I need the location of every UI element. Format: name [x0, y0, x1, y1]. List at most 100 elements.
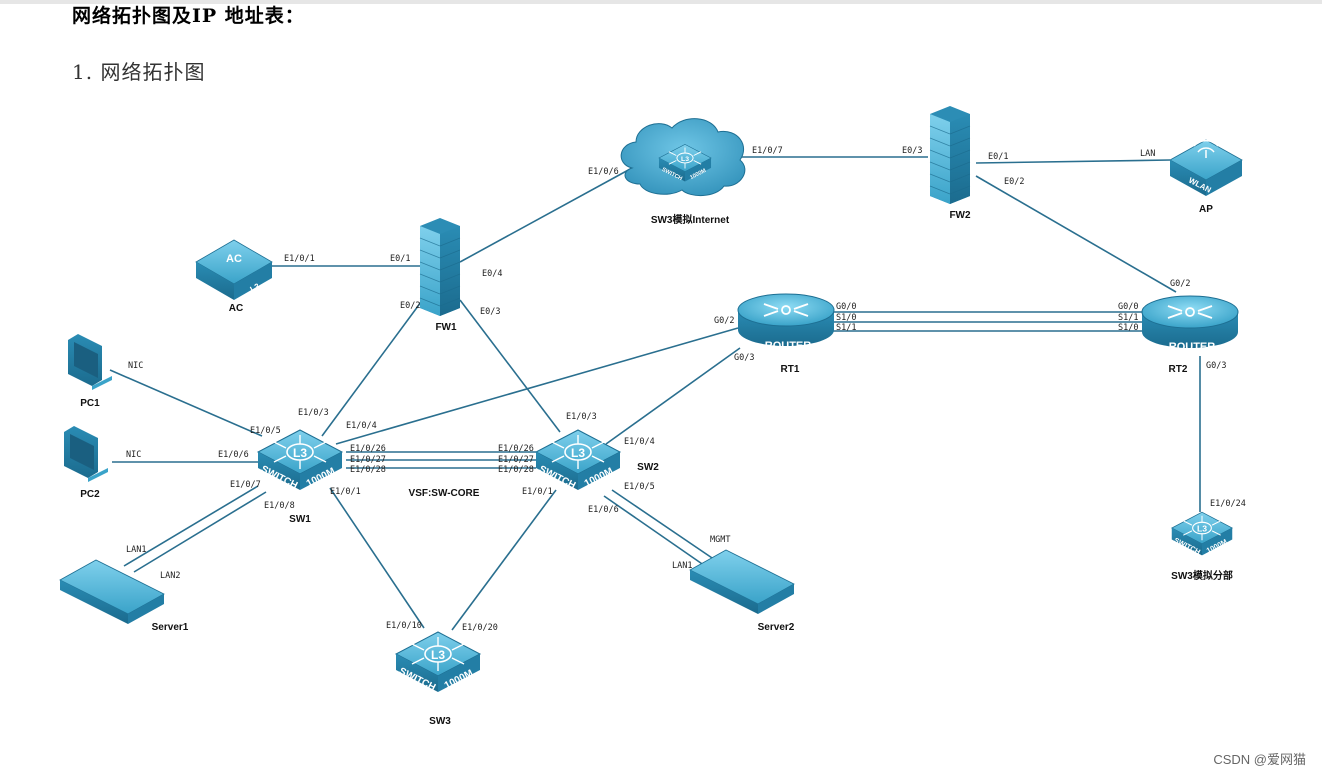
server1-device: Server1	[59, 559, 189, 633]
port-label: G0/3	[734, 353, 754, 363]
port-label: S1/1	[836, 323, 856, 333]
router-word-text: ROUTER	[1169, 341, 1216, 353]
port-label: E1/0/10	[386, 621, 422, 631]
port-label: E1/0/7	[752, 146, 783, 156]
sw3-internet-label: SW3模拟Internet	[651, 213, 730, 226]
pc1-device: PC1	[68, 334, 112, 409]
link-sw2-rt1	[605, 347, 741, 445]
port-label: G0/0	[1118, 302, 1138, 312]
pc-icon	[68, 334, 112, 390]
port-label: S1/0	[1118, 323, 1138, 333]
port-label: E0/1	[988, 152, 1008, 162]
links	[109, 156, 1201, 631]
ac-word-text: AC	[226, 253, 242, 265]
link-sw1-server1-lan2	[133, 491, 267, 573]
port-label: LAN1	[126, 545, 146, 555]
link-fw2-rt2	[975, 175, 1177, 293]
port-label: E0/1	[390, 254, 410, 264]
port-label: E1/0/1	[330, 487, 361, 497]
rt1-label: RT1	[781, 364, 800, 375]
link-fw2-ap	[975, 159, 1171, 164]
link-sw2-server2-mgmt	[611, 489, 719, 563]
sw2-label: SW2	[637, 462, 659, 473]
port-label: S1/0	[836, 313, 856, 323]
port-label: E1/0/26	[350, 444, 386, 454]
link-fw1-sw1	[321, 297, 425, 437]
link-sw2-sw3	[451, 489, 557, 631]
port-label: G0/3	[1206, 361, 1226, 371]
fw1-device: FW1	[419, 217, 461, 333]
server1-label: Server1	[152, 622, 189, 633]
l3-switch-icon	[535, 429, 621, 491]
watermark: CSDN @爱网猫	[1213, 752, 1306, 767]
page-heading: 网络拓扑图及IP 地址表：	[72, 5, 305, 27]
port-label: NIC	[128, 361, 143, 371]
link-sw1-rt1	[335, 327, 739, 445]
pc1-label: PC1	[80, 398, 100, 409]
port-label: E0/2	[400, 301, 420, 311]
ac-label: AC	[229, 303, 243, 314]
port-label: MGMT	[710, 535, 730, 545]
link-sw1-server1-lan1	[123, 485, 259, 567]
port-label: E1/0/28	[350, 465, 386, 475]
port-label: E1/0/28	[498, 465, 534, 475]
server-icon	[59, 559, 165, 625]
pc2-label: PC2	[80, 489, 100, 500]
wlan-ap-icon	[1169, 139, 1243, 196]
ap-device: WLAN AP	[1169, 139, 1243, 215]
link-sw1-sw3	[329, 487, 425, 629]
port-label: E1/0/8	[264, 501, 295, 511]
rt2-device: ROUTER RT2	[1141, 295, 1239, 375]
fw2-label: FW2	[949, 210, 971, 221]
port-label: E1/0/6	[588, 167, 619, 177]
sw3-branch-label: SW3模拟分部	[1171, 569, 1233, 582]
server2-label: Server2	[758, 622, 795, 633]
sw3-device: L3 SWITCH 1000M SW3	[395, 631, 481, 727]
port-label: E1/0/20	[462, 623, 498, 633]
port-label: E1/0/1	[284, 254, 315, 264]
port-label: E1/0/5	[624, 482, 655, 492]
switch-l3-text: L3	[681, 156, 689, 163]
firewall-icon	[419, 217, 461, 317]
port-label: LAN1	[672, 561, 692, 571]
server2-device: Server2	[689, 549, 795, 633]
router-word-text: ROUTER	[765, 340, 812, 352]
port-label: LAN2	[160, 571, 180, 581]
port-label: G0/0	[836, 302, 856, 312]
port-label: E1/0/26	[498, 444, 534, 454]
port-label: S1/1	[1118, 313, 1138, 323]
port-label: G0/2	[1170, 279, 1190, 289]
ac-controller-icon	[195, 239, 273, 300]
port-label: E1/0/3	[566, 412, 597, 422]
sw3-label: SW3	[429, 716, 451, 727]
port-label: E1/0/5	[250, 426, 281, 436]
switch-l3-text: L3	[293, 446, 307, 460]
rt2-label: RT2	[1169, 364, 1188, 375]
ac-device: AC L3 AC	[195, 239, 273, 314]
ap-label: AP	[1199, 204, 1213, 215]
vsf-label: VSF:SW-CORE	[409, 488, 480, 499]
l3-switch-icon	[395, 631, 481, 693]
switch-l3-text: L3	[571, 446, 585, 460]
port-label: E1/0/4	[624, 437, 655, 447]
port-label: E1/0/3	[298, 408, 329, 418]
switch-l3-text: L3	[1197, 524, 1207, 534]
ac-l3-text: L3	[249, 281, 262, 294]
router-icon	[737, 293, 835, 347]
port-label: LAN	[1140, 149, 1155, 159]
port-label: E1/0/27	[498, 455, 534, 465]
link-pc1-sw1	[109, 369, 263, 437]
link-fw1-sw2	[459, 299, 561, 433]
firewall-icon	[929, 105, 971, 205]
server-icon	[689, 549, 795, 615]
link-sw2-server2-lan1	[603, 495, 709, 569]
section-heading: 1. 网络拓扑图	[72, 60, 206, 84]
link-fw1-cloud	[459, 167, 633, 263]
l3-switch-icon	[1171, 511, 1233, 556]
sw3-branch-device: L3 SWITCH 1000M SW3模拟分部	[1171, 511, 1233, 582]
port-label: E1/0/4	[346, 421, 377, 431]
pc-icon	[64, 426, 108, 482]
port-label: E0/3	[480, 307, 500, 317]
sw3-internet-device: L3 SWITCH 1000M SW3模拟Internet	[620, 118, 746, 226]
